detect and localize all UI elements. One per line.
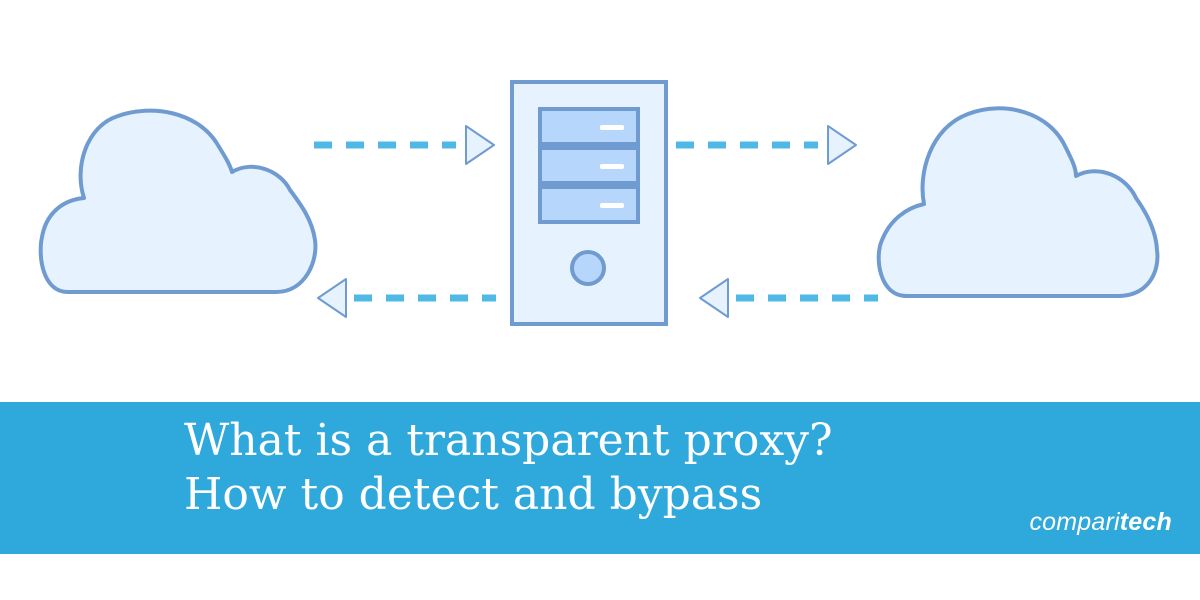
left-cloud-icon	[38, 108, 318, 294]
proxy-diagram	[38, 80, 1160, 326]
arrow-left-icon	[699, 278, 878, 318]
brand-logo: comparitech	[1029, 508, 1172, 537]
title-banner	[0, 402, 1200, 554]
page-title: What is a transparent proxy? How to dete…	[184, 414, 833, 522]
server-tower-icon	[510, 80, 668, 326]
arrow-right-icon	[676, 125, 857, 165]
brand-logo-bold: tech	[1119, 508, 1172, 536]
title-line-1: What is a transparent proxy?	[184, 415, 833, 466]
title-line-2: How to detect and bypass	[184, 469, 763, 520]
arrow-right-icon	[314, 125, 495, 165]
right-cloud-icon	[876, 106, 1160, 298]
brand-logo-regular: compari	[1029, 508, 1120, 536]
arrow-left-icon	[317, 278, 496, 318]
